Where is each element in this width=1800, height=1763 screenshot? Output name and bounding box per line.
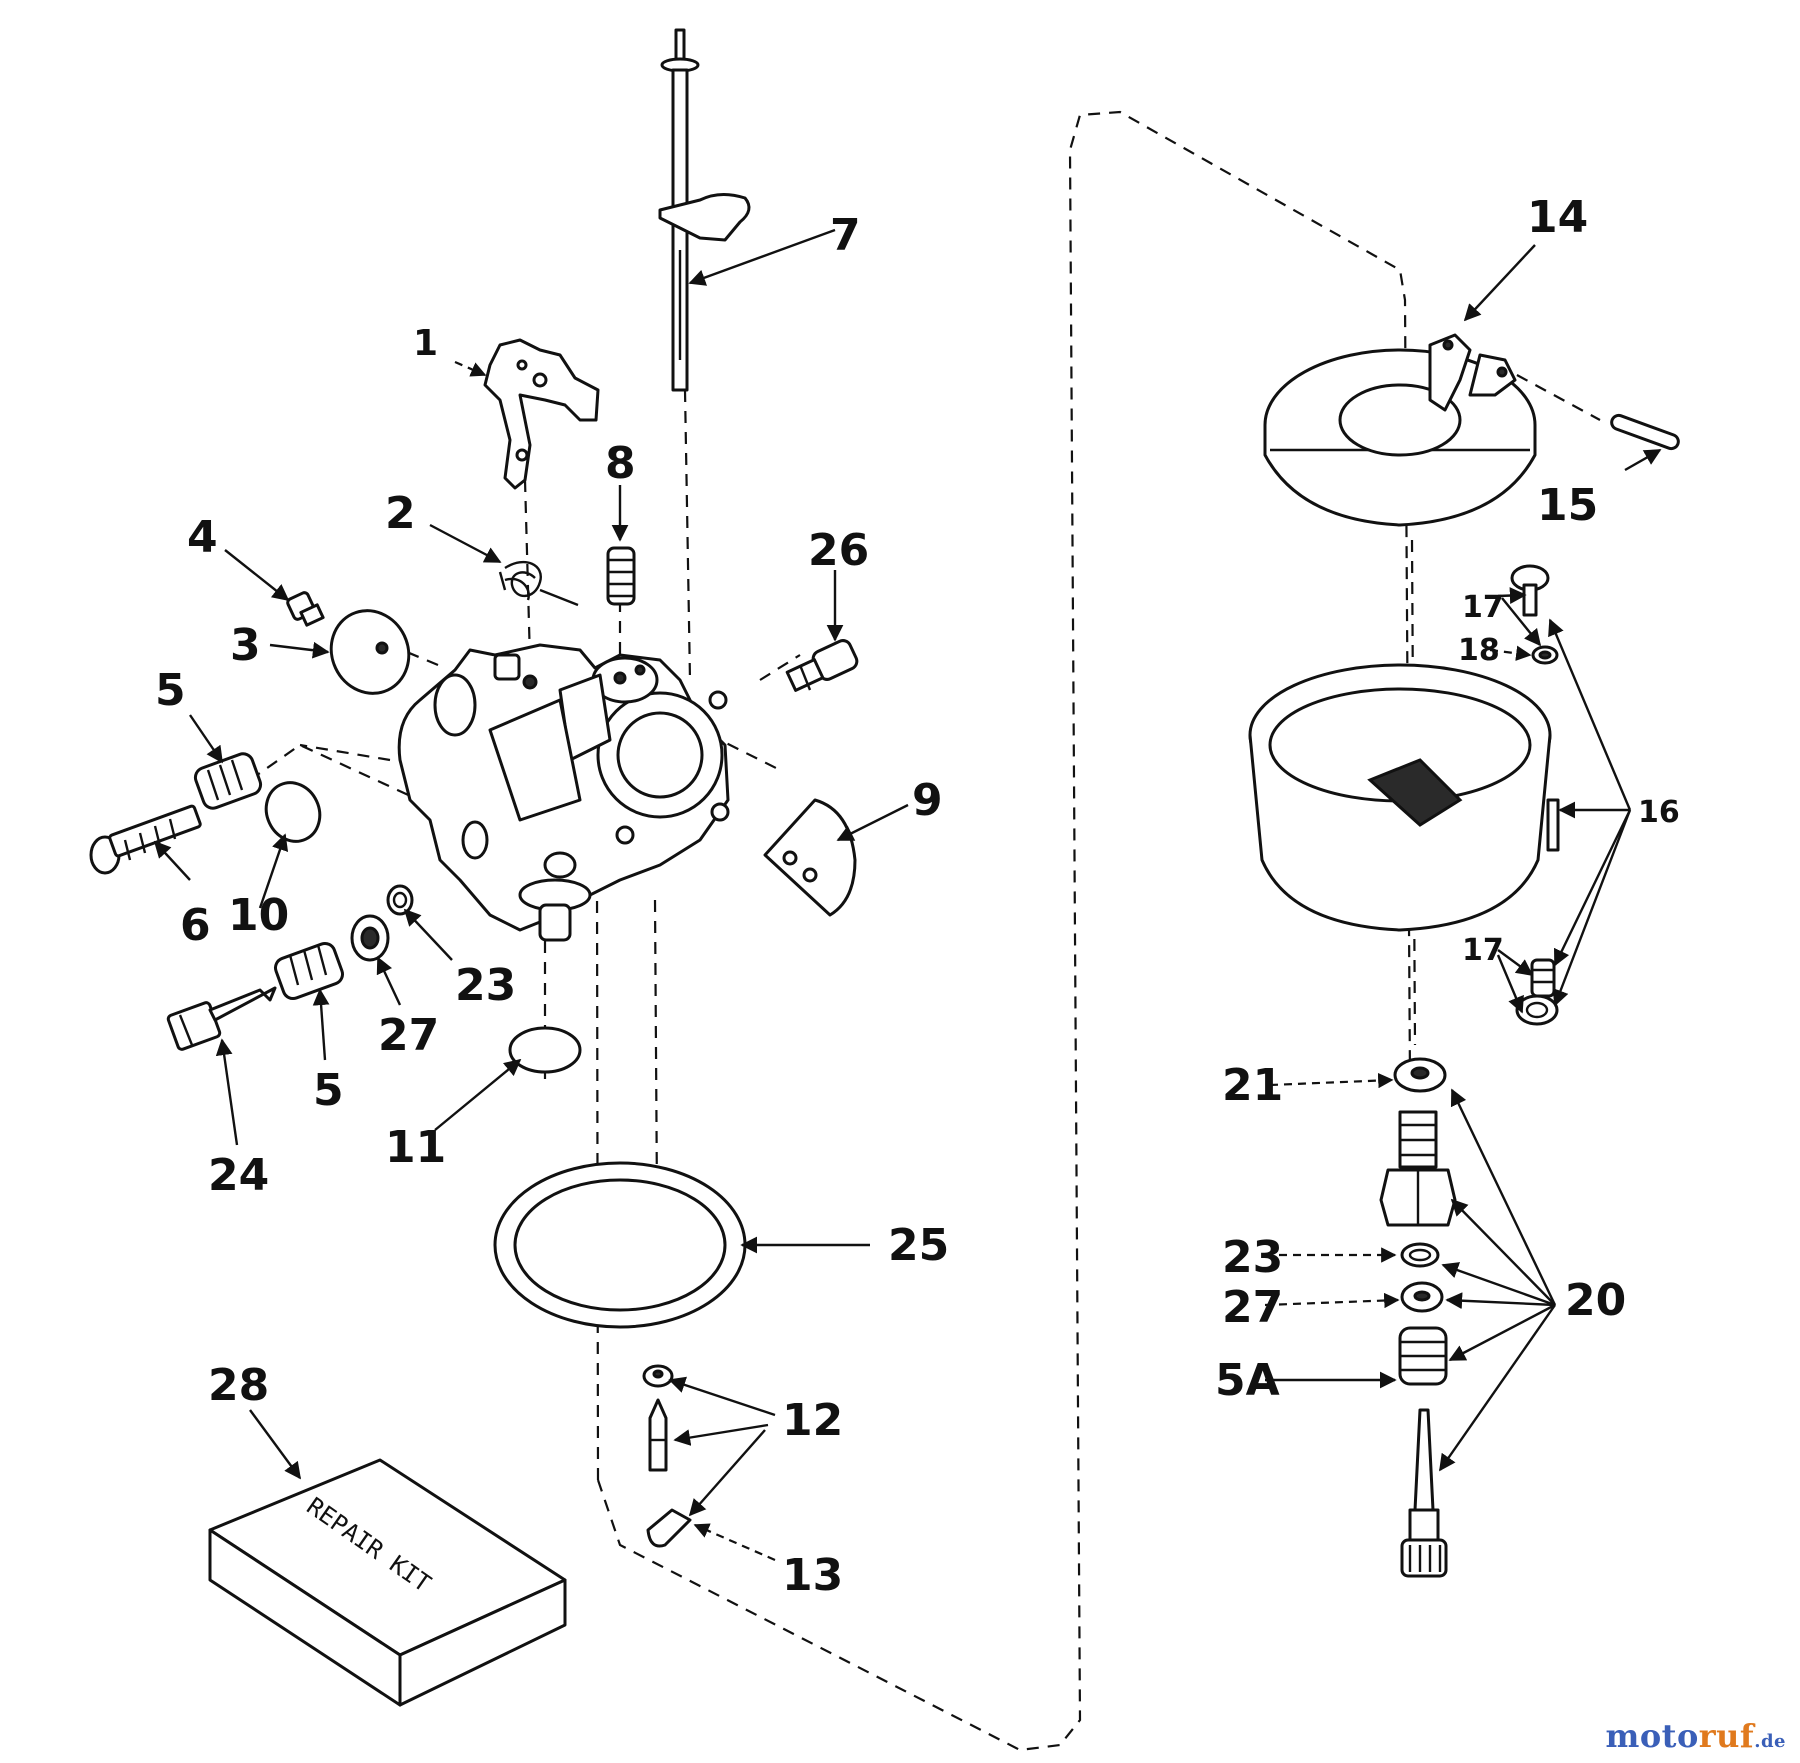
part-11-welch-plug <box>508 1026 582 1074</box>
part-5-lower-spring <box>274 941 344 1001</box>
callout-17-upper: 17 <box>1462 590 1504 625</box>
callout-4: 4 <box>187 512 218 563</box>
callout-7: 7 <box>830 210 861 261</box>
float-bowl <box>1248 663 1560 932</box>
callout-21: 21 <box>1222 1060 1283 1111</box>
part-1-throttle-lever <box>483 338 600 490</box>
part-28-repair-kit: REPAIR KIT <box>208 1458 567 1707</box>
part-8-idle-spring <box>606 546 636 606</box>
leader-arrows <box>153 228 1662 1562</box>
callout-14: 14 <box>1527 192 1588 243</box>
callout-9: 9 <box>912 775 943 826</box>
part-5A-spring <box>1398 1326 1448 1386</box>
part-23-right-oring <box>1400 1242 1440 1268</box>
part-17-lower-spring <box>1530 958 1556 998</box>
motoruf-watermark: motoruf.de <box>1605 1717 1786 1755</box>
callout-3: 3 <box>230 620 261 671</box>
part-21-washer <box>1393 1057 1447 1093</box>
part-27-left-washer <box>350 914 390 962</box>
watermark-tld: .de <box>1754 1731 1786 1752</box>
part-2-spring <box>498 561 579 607</box>
callout-8: 8 <box>605 438 636 489</box>
callout-12: 12 <box>782 1395 843 1446</box>
part-18-washer <box>1531 645 1559 665</box>
callout-10: 10 <box>228 890 289 941</box>
callout-5-upper: 5 <box>155 665 186 716</box>
part-26-fuel-fitting <box>785 639 859 692</box>
part-27-right-washer <box>1400 1281 1444 1313</box>
callout-28: 28 <box>208 1360 269 1411</box>
part-3-throttle-plate <box>329 609 411 695</box>
callout-11: 11 <box>385 1122 446 1173</box>
part-25-bowl-gasket <box>493 1161 747 1329</box>
callout-labels: 1 2 3 4 5 5 5A 6 7 8 9 10 11 12 13 14 15… <box>155 192 1680 1601</box>
part-17-lower-clip <box>1515 994 1559 1026</box>
part-12-inlet-needle-seat <box>642 1364 674 1472</box>
watermark-suffix: ruf <box>1698 1717 1755 1755</box>
part-10-welch-plug <box>264 781 322 843</box>
part-15-float-pin <box>1610 413 1680 451</box>
part-24-needle <box>166 986 277 1051</box>
callout-27-right: 27 <box>1222 1282 1283 1333</box>
callout-24: 24 <box>208 1150 269 1201</box>
part-23-left-washer <box>386 884 414 916</box>
callout-5A: 5A <box>1215 1355 1280 1406</box>
callout-20: 20 <box>1565 1275 1626 1326</box>
watermark-prefix: moto <box>1605 1717 1699 1755</box>
part-17-upper-screw <box>1510 564 1550 617</box>
callout-17-lower: 17 <box>1462 933 1504 968</box>
part-14-float <box>1263 333 1537 527</box>
callout-5-lower: 5 <box>313 1065 344 1116</box>
callout-23-left: 23 <box>455 960 516 1011</box>
part-4-screw <box>286 591 325 627</box>
part-5-upper-spring <box>193 752 263 810</box>
part-7-choke-shaft <box>658 28 751 392</box>
carburetor-body <box>397 643 730 942</box>
callout-6: 6 <box>180 900 211 951</box>
part-6-idle-screw <box>89 804 202 875</box>
part-13-clip <box>646 1508 692 1548</box>
part-9-gasket <box>763 798 857 917</box>
callout-26: 26 <box>808 525 869 576</box>
callout-25: 25 <box>888 1220 949 1271</box>
part-20-bowl-nut <box>1379 1110 1457 1227</box>
callout-18: 18 <box>1458 633 1500 668</box>
callout-1: 1 <box>413 323 438 364</box>
callout-27-left: 27 <box>378 1010 439 1061</box>
callout-23-right: 23 <box>1222 1232 1283 1283</box>
callout-13: 13 <box>782 1550 843 1601</box>
part-20-needle <box>1400 1408 1448 1578</box>
callout-15: 15 <box>1537 480 1598 531</box>
callout-2: 2 <box>385 488 416 539</box>
callout-16: 16 <box>1638 795 1680 830</box>
